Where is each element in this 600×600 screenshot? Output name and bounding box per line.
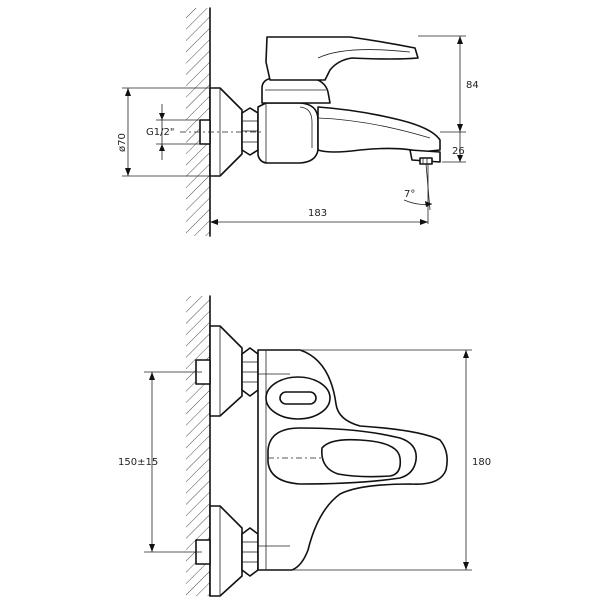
aerator-side (409, 149, 441, 165)
dim-label-150: 150±15 (118, 457, 158, 468)
dim-label-angle: 7° (404, 189, 415, 200)
dimension-84: 84 (418, 35, 479, 133)
lower-inlet-assembly (195, 505, 259, 597)
lever-handle-front (267, 427, 417, 485)
front-view: 150±15 180 (118, 295, 491, 597)
dim-label-26: 26 (452, 146, 465, 157)
dimension-183: 183 (210, 164, 429, 225)
lever-handle-side (265, 36, 419, 81)
dimension-150: 150±15 (118, 371, 202, 553)
dim-label-diameter: ø70 (117, 133, 128, 152)
cartridge-neck (261, 77, 331, 104)
dimension-180: 180 (292, 349, 491, 571)
dim-label-180: 180 (472, 457, 491, 468)
hex-nut-top (241, 107, 259, 156)
dim-label-183: 183 (308, 208, 327, 219)
dim-label-thread: G1/2" (146, 127, 174, 138)
dim-label-84: 84 (466, 80, 479, 91)
dimension-angle: 7° (403, 163, 433, 211)
spout-side (317, 106, 441, 153)
side-view: 84 26 ø70 G1/2" (117, 7, 479, 237)
faucet-body-side (257, 102, 319, 164)
dimension-26: 26 (442, 132, 466, 163)
dimension-thread: G1/2" (146, 104, 200, 160)
diverter-knob (265, 376, 331, 420)
dimension-diameter-70: ø70 (117, 87, 214, 177)
